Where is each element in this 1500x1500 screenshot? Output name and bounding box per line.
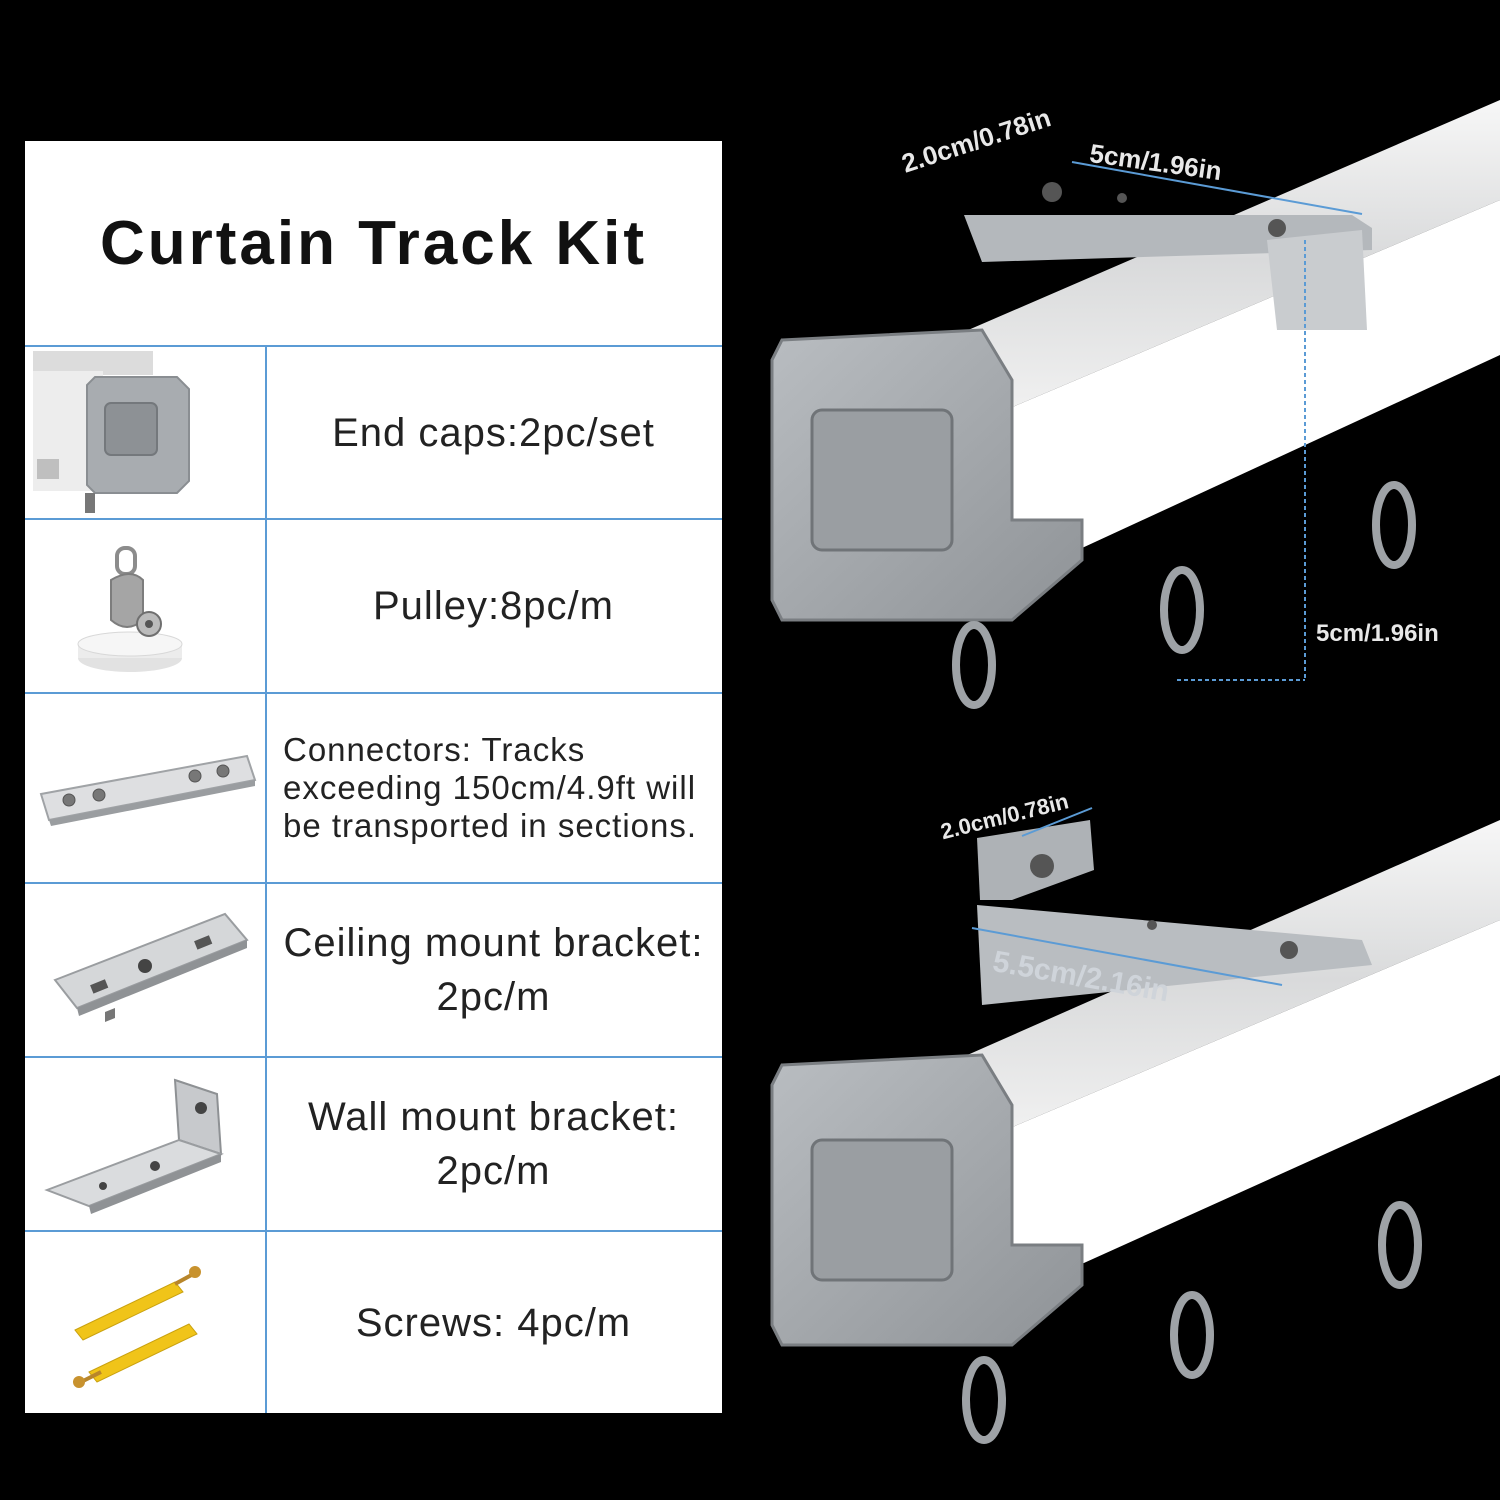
track-drawing	[770, 100, 1500, 1444]
track-illustration	[722, 0, 1500, 1500]
top-hook	[1160, 566, 1204, 654]
top-rail-top	[922, 100, 1500, 420]
table-row-screws: Screws: 4pc/m	[25, 1232, 722, 1413]
connector-plate-icon	[25, 694, 265, 882]
ceiling-bracket-icon	[25, 884, 265, 1056]
screws-label: Screws: 4pc/m	[355, 1300, 632, 1345]
kit-title: Curtain Track Kit	[99, 208, 648, 278]
table-column-divider	[265, 345, 267, 1413]
top-rail-face	[982, 200, 1500, 585]
table-row-connectors: Connectors: Tracks exceeding 150cm/4.9ft…	[25, 694, 722, 882]
table-divider	[25, 1230, 722, 1232]
table-divider	[25, 692, 722, 694]
bottom-hook	[1170, 1291, 1214, 1379]
screws-icon	[25, 1232, 265, 1413]
bottom-rail-face	[982, 920, 1500, 1300]
table-row-wall-bracket: Wall mount bracket: 2pc/m	[25, 1058, 722, 1230]
pulley-icon	[25, 520, 265, 692]
table-divider	[25, 882, 722, 884]
ceiling-bracket-qty: 2pc/m	[436, 975, 551, 1019]
end-cap-icon	[25, 347, 265, 518]
ceiling-bracket-name: Ceiling mount bracket:	[283, 921, 704, 965]
table-row-ceiling-bracket: Ceiling mount bracket: 2pc/m	[25, 884, 722, 1056]
table-divider	[25, 345, 722, 347]
dim-track-height: 5cm/1.96in	[1316, 620, 1439, 647]
table-row-end-caps: End caps:2pc/set	[25, 347, 722, 518]
table-divider	[25, 1056, 722, 1058]
wall-bracket-icon	[25, 1058, 265, 1230]
bottom-hook	[962, 1356, 1006, 1444]
top-hook	[1372, 481, 1416, 569]
table-divider	[25, 518, 722, 520]
connectors-label: Connectors: Tracks exceeding 150cm/4.9ft…	[283, 731, 698, 844]
end-caps-label: End caps:2pc/set	[332, 410, 655, 455]
bottom-hook	[1378, 1201, 1422, 1289]
wall-bracket-name: Wall mount bracket:	[308, 1095, 679, 1139]
ceiling-bracket-label: Ceiling mount bracket: 2pc/m	[269, 884, 718, 1056]
table-row-pulley: Pulley:8pc/m	[25, 520, 722, 692]
wall-bracket-qty: 2pc/m	[436, 1149, 551, 1193]
top-hook	[952, 621, 996, 709]
wall-bracket-label: Wall mount bracket: 2pc/m	[269, 1058, 718, 1230]
kit-table: Curtain Track Kit End caps:2pc/set	[25, 141, 722, 1413]
pulley-label: Pulley:8pc/m	[373, 584, 614, 628]
